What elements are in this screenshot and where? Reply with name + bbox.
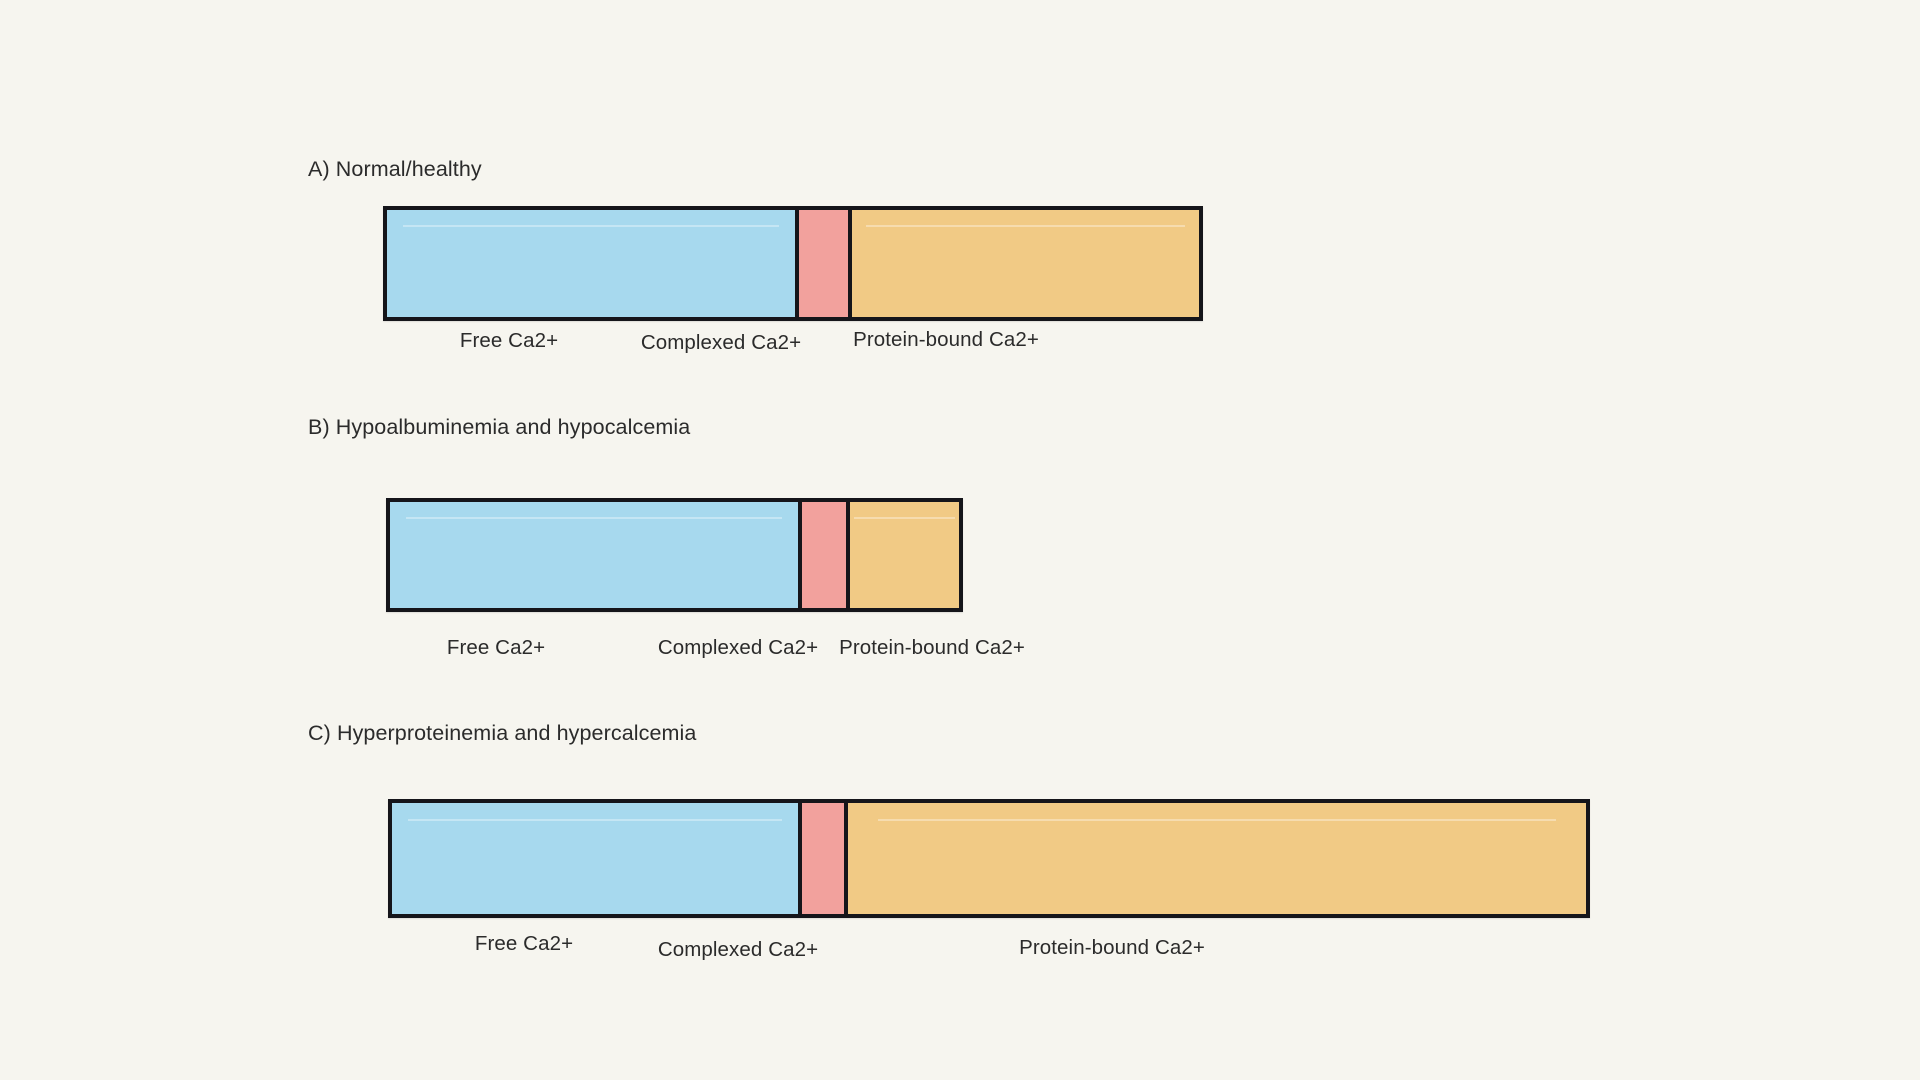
- bar-segment-bound: [848, 803, 1586, 914]
- panel-title-b: B) Hypoalbuminemia and hypocalcemia: [308, 415, 691, 439]
- bar-segment-complexed: [802, 502, 850, 608]
- bar-segment-free: [392, 803, 802, 914]
- segment-label-bound: Protein-bound Ca2+: [839, 636, 1025, 659]
- panel-title-c: C) Hyperproteinemia and hypercalcemia: [308, 721, 697, 745]
- bar-segment-complexed: [799, 210, 852, 317]
- calcium-fraction-bar-c: [388, 799, 1590, 918]
- bar-segment-free: [390, 502, 802, 608]
- segment-label-free: Free Ca2+: [459, 329, 559, 352]
- segment-label-free: Free Ca2+: [474, 932, 574, 955]
- bar-segment-bound: [850, 502, 959, 608]
- panel-title-a: A) Normal/healthy: [308, 157, 482, 181]
- bar-segment-bound: [852, 210, 1199, 317]
- segment-label-complexed: Complexed Ca2+: [657, 636, 819, 659]
- calcium-fraction-bar-a: [383, 206, 1203, 321]
- segment-label-bound: Protein-bound Ca2+: [853, 328, 1039, 351]
- segment-label-complexed: Complexed Ca2+: [657, 938, 819, 961]
- segment-label-complexed: Complexed Ca2+: [640, 331, 802, 354]
- calcium-fraction-bar-b: [386, 498, 963, 612]
- bar-segment-complexed: [802, 803, 848, 914]
- segment-label-bound: Protein-bound Ca2+: [1019, 936, 1205, 959]
- segment-label-free: Free Ca2+: [446, 636, 546, 659]
- bar-segment-free: [387, 210, 799, 317]
